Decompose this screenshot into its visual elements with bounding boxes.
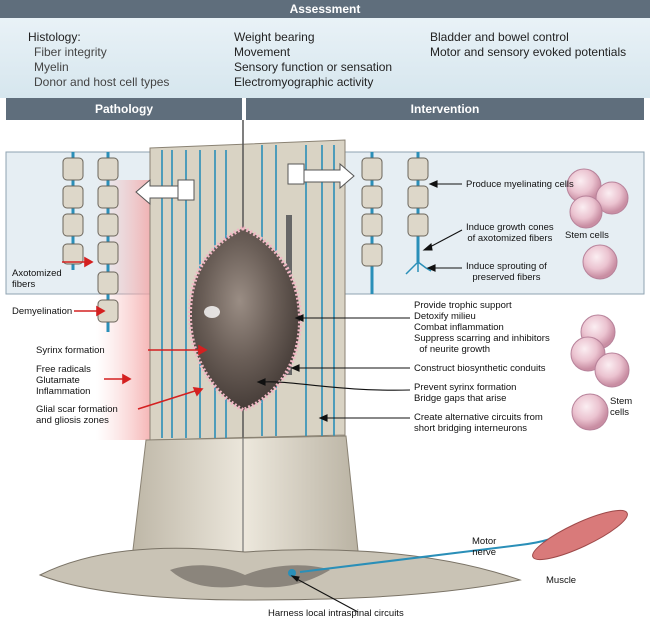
label-myelinating-cells: Produce myelinating cells bbox=[466, 179, 574, 190]
label-sprouting: Induce sprouting of preserved fibers bbox=[466, 261, 547, 283]
assessment-header: Assessment bbox=[0, 0, 650, 18]
label-muscle: Muscle bbox=[546, 575, 577, 586]
assessment-item: Weight bearing bbox=[234, 30, 315, 44]
label-glial-scar: Glial scar formation and gliosis zones bbox=[36, 404, 118, 426]
assessment-col-histology: Histology: Fiber integrity Myelin Donor … bbox=[28, 30, 169, 90]
label-harness-circuits: Harness local intraspinal circuits bbox=[268, 608, 404, 619]
label-biosynthetic-conduits: Construct biosynthetic conduits bbox=[414, 363, 546, 374]
label-syrinx-formation: Syrinx formation bbox=[36, 345, 105, 356]
pathology-header: Pathology bbox=[6, 98, 242, 120]
assessment-item: Donor and host cell types bbox=[34, 75, 170, 89]
assessment-item: Fiber integrity bbox=[34, 45, 107, 59]
assessment-col-physiology: Bladder and bowel control Motor and sens… bbox=[430, 30, 626, 60]
label-stem-cells-1: Stem cells bbox=[565, 230, 609, 241]
label-prevent-syrinx: Prevent syrinx formation Bridge gaps tha… bbox=[414, 382, 517, 404]
assessment-item: Myelin bbox=[34, 60, 69, 74]
label-axotomized-fibers: Axotomized fibers bbox=[12, 268, 62, 290]
muscle-shape bbox=[532, 509, 628, 561]
syrinx-highlight bbox=[204, 306, 220, 318]
assessment-item: Electromyographic activity bbox=[234, 75, 374, 89]
right-inset-arrow bbox=[299, 162, 355, 190]
intervention-header: Intervention bbox=[246, 98, 644, 120]
label-growth-cones: Induce growth cones of axotomized fibers bbox=[466, 222, 554, 244]
assessment-item: Motor and sensory evoked potentials bbox=[430, 45, 627, 59]
assessment-col-function: Weight bearing Movement Sensory function… bbox=[234, 30, 392, 90]
label-free-radicals: Free radicals Glutamate Inflammation bbox=[36, 364, 91, 397]
label-stem-cells-2: Stem cells bbox=[610, 396, 633, 418]
lesion-cavity bbox=[187, 225, 303, 413]
intervention-fibers bbox=[361, 152, 432, 294]
pathology-fibers bbox=[62, 152, 119, 332]
label-demyelination: Demyelination bbox=[12, 306, 73, 317]
label-trophic-support: Provide trophic support Detoxify milieu … bbox=[414, 300, 550, 355]
label-motor-nerve: Motor nerve bbox=[472, 536, 497, 558]
pathology-red-arrows bbox=[62, 256, 208, 410]
assessment-item: Bladder and bowel control bbox=[430, 30, 569, 44]
stem-cells-group-2 bbox=[570, 314, 630, 431]
assessment-item: Movement bbox=[234, 45, 291, 59]
stem-cells-group-1 bbox=[566, 168, 629, 280]
label-alternative-circuits: Create alternative circuits from short b… bbox=[414, 412, 543, 434]
assessment-panel: Histology: Fiber integrity Myelin Donor … bbox=[0, 18, 650, 98]
intervention-leader-lines bbox=[256, 180, 463, 613]
histology-heading: Histology: bbox=[28, 30, 81, 44]
assessment-item: Sensory function or sensation bbox=[234, 60, 393, 74]
